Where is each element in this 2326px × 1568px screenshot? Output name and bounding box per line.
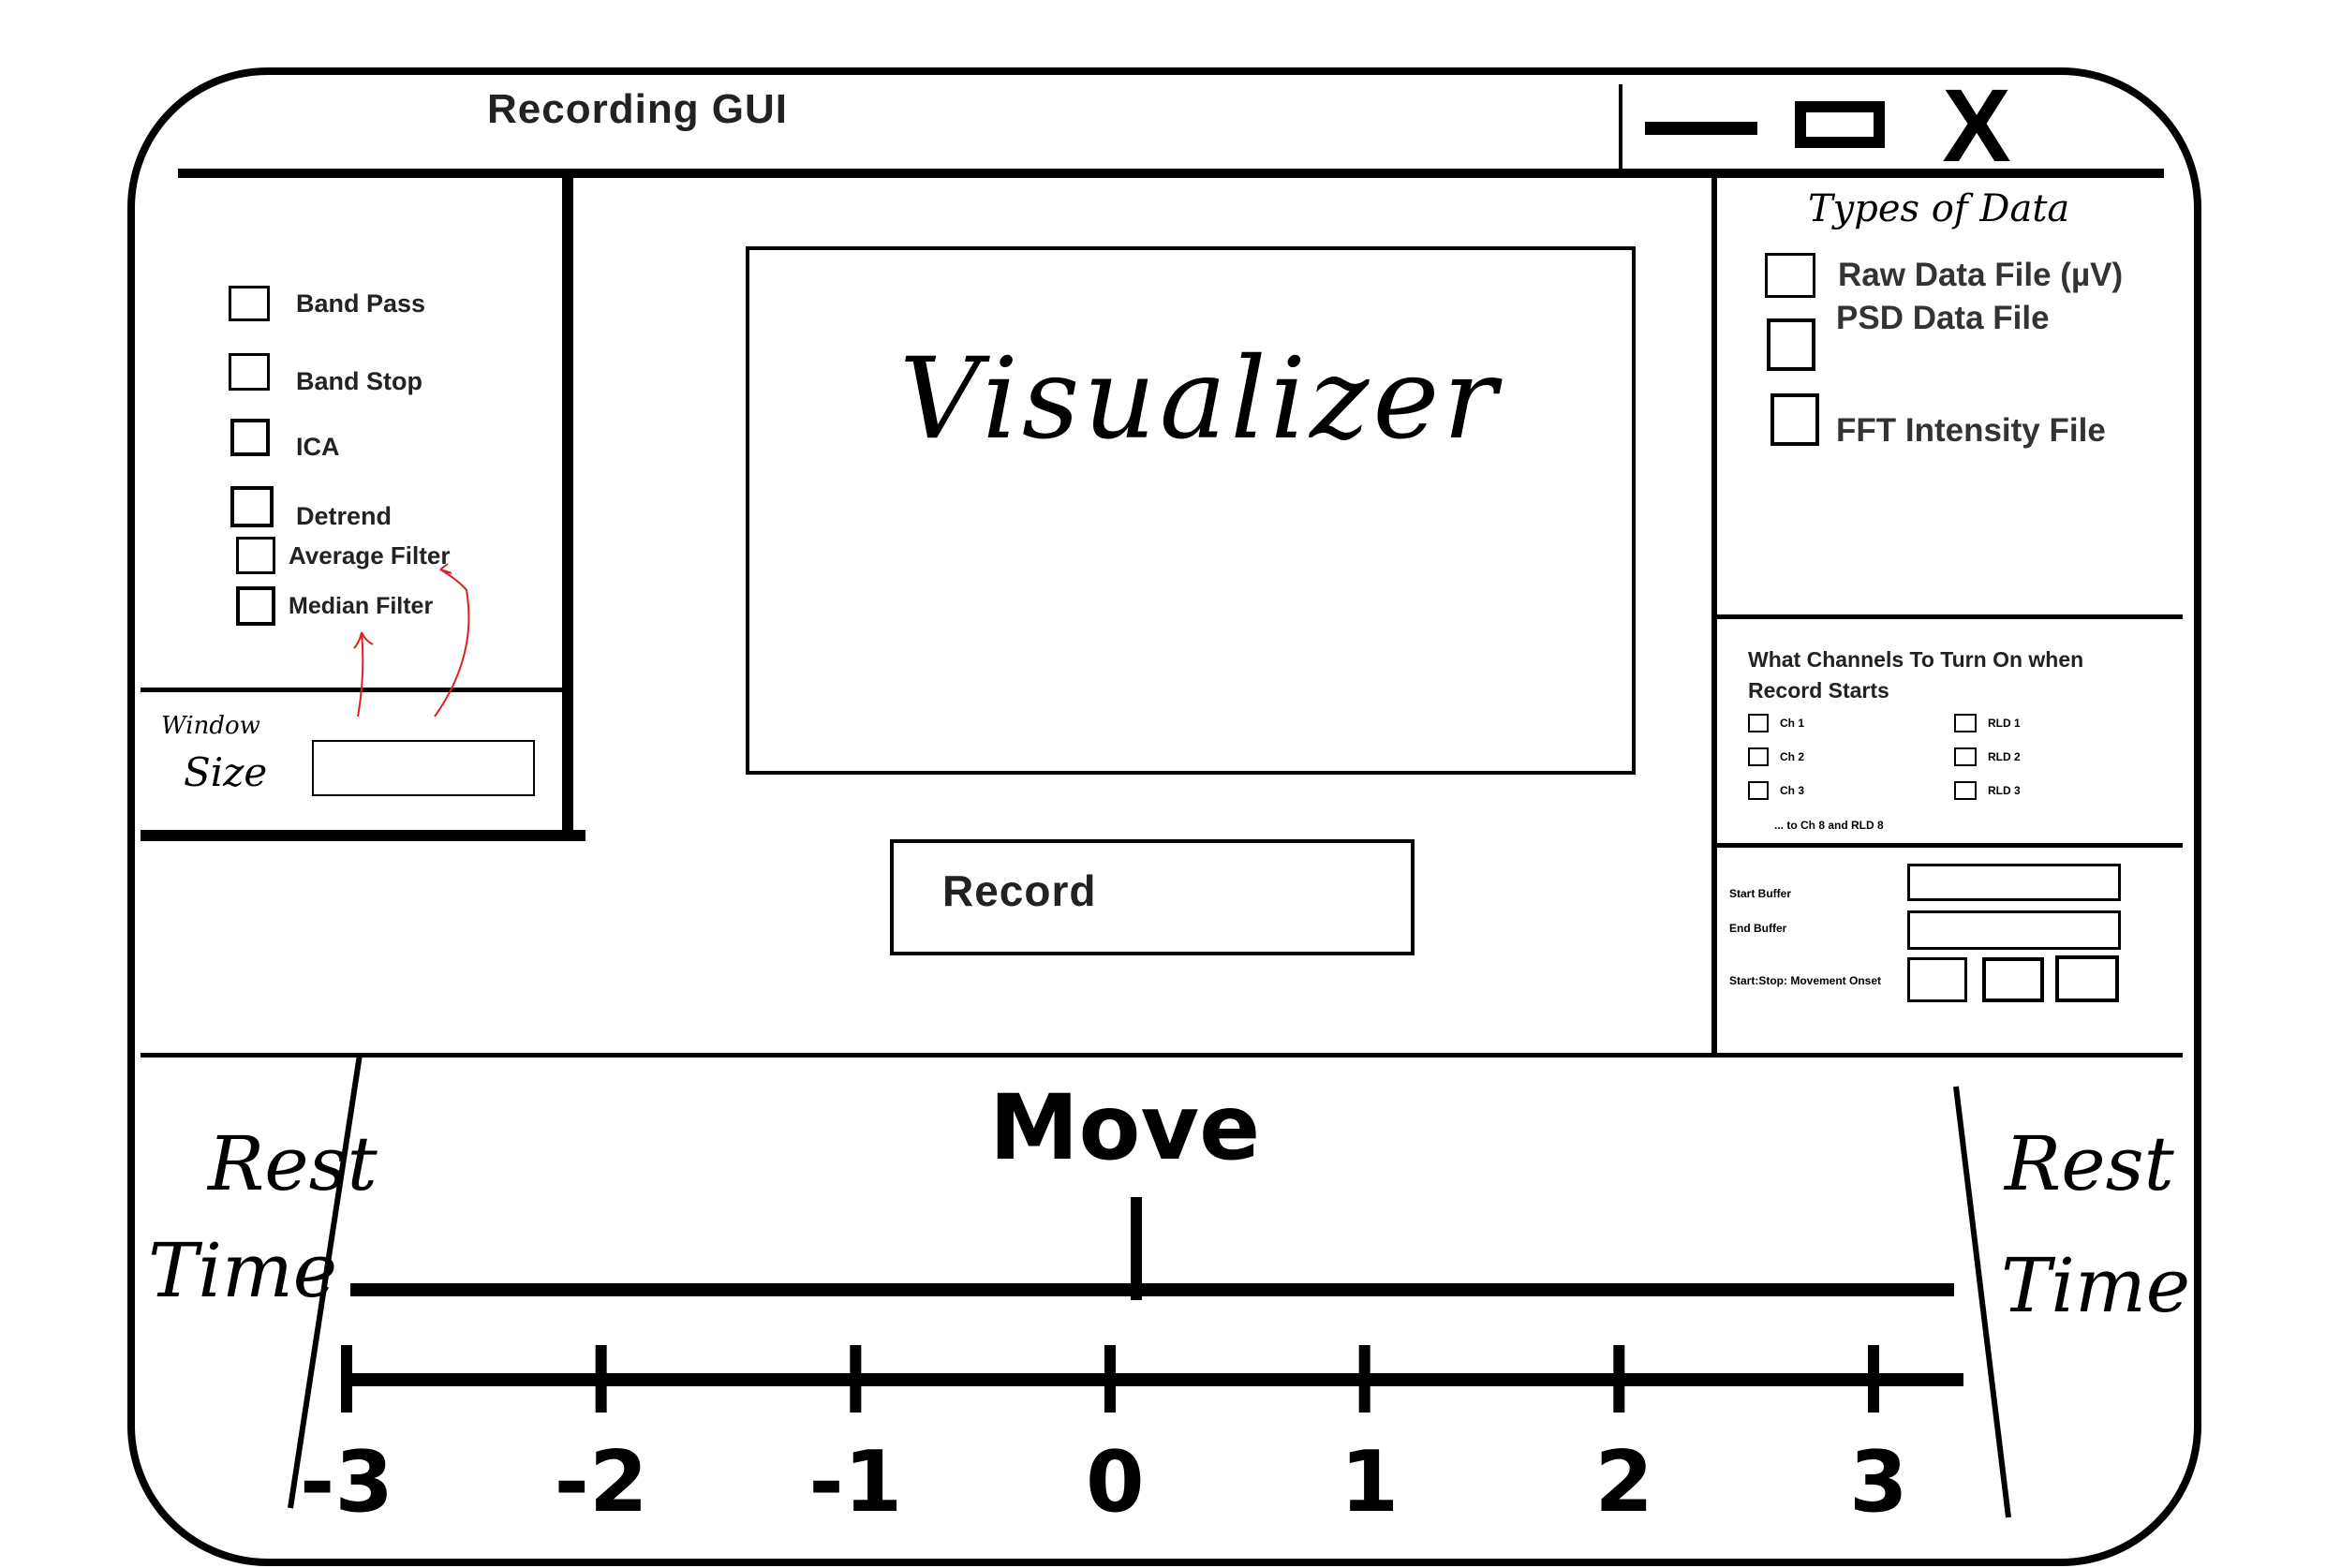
median-filter-option[interactable]: Median Filter [236, 586, 433, 626]
time-axis-tick-label: 1 [1340, 1433, 1400, 1531]
fft-intensity-label: FFT Intensity File [1836, 412, 2106, 449]
time-axis-tick-label: -2 [554, 1433, 648, 1531]
window-size-arrows [353, 563, 470, 717]
psd-data-label: PSD Data File [1836, 300, 2050, 336]
band-pass-label: Band Pass [296, 288, 426, 318]
minimize-button[interactable] [1630, 84, 1761, 169]
movement-onset-label: Start:Stop: Movement Onset [1729, 974, 1882, 987]
fft-intensity-checkbox[interactable] [1770, 393, 1819, 446]
window-size-input[interactable] [312, 740, 535, 796]
time-axis-tick-label: 3 [1849, 1433, 1908, 1531]
time-axis-ticks [341, 1345, 1879, 1413]
detrend-label: Detrend [296, 502, 393, 530]
maximize-icon [1795, 101, 1885, 148]
median-filter-checkbox[interactable] [236, 586, 275, 626]
timeline-right-boundary [1953, 1086, 2011, 1518]
rld-label: RLD 3 [1988, 784, 2021, 797]
ica-label: ICA [296, 433, 340, 461]
channel-label: Ch 3 [1780, 784, 1805, 797]
rld-label: RLD 1 [1988, 717, 2021, 730]
movement-onset-input-1[interactable] [1907, 957, 1967, 1002]
left-time-label: Time [148, 1227, 338, 1314]
channel-checkbox[interactable] [1748, 714, 1769, 732]
time-axis-tick-label: 0 [1086, 1433, 1145, 1531]
record-button-label: Record [942, 866, 1097, 915]
ica-checkbox[interactable] [230, 418, 270, 456]
rld-option[interactable]: RLD 2 [1954, 747, 2021, 766]
channel-checkbox[interactable] [1748, 747, 1769, 766]
band-stop-label: Band Stop [296, 367, 422, 395]
ica-option[interactable]: ICA [230, 412, 340, 462]
main-bottom-divider [141, 1053, 2183, 1058]
left-panel-divider [562, 178, 573, 839]
psd-data-checkbox[interactable] [1767, 318, 1815, 371]
movement-onset-input-2[interactable] [1982, 957, 2044, 1002]
band-stop-option[interactable]: Band Stop [229, 347, 422, 396]
channels-note: ... to Ch 8 and RLD 8 [1774, 819, 1884, 832]
titlebar-divider [178, 169, 2164, 178]
window-size-divider [141, 688, 564, 692]
rld-option[interactable]: RLD 3 [1954, 781, 2021, 800]
end-buffer-input[interactable] [1907, 910, 2121, 950]
window-frame [127, 67, 2201, 1566]
channel-option[interactable]: Ch 1 [1748, 714, 1804, 732]
window-size-label-2: Size [184, 749, 268, 795]
psd-data-option[interactable]: PSD Data File [1767, 300, 2050, 371]
channel-label: Ch 1 [1780, 717, 1805, 730]
movement-onset-input-3[interactable] [2055, 955, 2119, 1002]
channel-label: Ch 2 [1780, 750, 1805, 763]
channel-option[interactable]: Ch 3 [1748, 781, 1804, 800]
rld-label: RLD 2 [1988, 750, 2021, 763]
channel-option[interactable]: Ch 2 [1748, 747, 1804, 766]
band-pass-checkbox[interactable] [229, 286, 270, 321]
data-types-title: Types of Data [1808, 187, 2070, 230]
channel-checkbox[interactable] [1748, 781, 1769, 800]
rld-checkbox[interactable] [1954, 747, 1977, 766]
move-label: Move [989, 1075, 1261, 1180]
left-rest-label: Rest [208, 1120, 378, 1207]
time-axis-tick-label: -3 [300, 1433, 393, 1531]
end-buffer-label: End Buffer [1729, 922, 1787, 935]
close-button[interactable]: X [1911, 75, 2042, 178]
close-icon: X [1942, 68, 2011, 184]
record-button[interactable]: Record [890, 839, 1415, 955]
channels-divider [1714, 843, 2183, 848]
data-types-divider [1714, 614, 2183, 619]
band-pass-option[interactable]: Band Pass [229, 286, 425, 321]
rld-option[interactable]: RLD 1 [1954, 714, 2021, 732]
start-buffer-label: Start Buffer [1729, 887, 1792, 900]
fft-intensity-option[interactable]: FFT Intensity File [1770, 390, 2106, 450]
raw-data-label: Raw Data File (µV) [1838, 257, 2124, 293]
average-filter-label: Average Filter [289, 540, 451, 570]
channels-title: What Channels To Turn On when Record Sta… [1748, 647, 2084, 703]
window-title: Recording GUI [487, 86, 789, 132]
timeline-left-boundary [288, 1054, 363, 1509]
rld-checkbox[interactable] [1954, 781, 1977, 800]
right-rest-label: Rest [2005, 1120, 2174, 1207]
visualizer-label: Visualizer [899, 334, 1501, 465]
raw-data-checkbox[interactable] [1765, 253, 1815, 298]
band-stop-checkbox[interactable] [229, 352, 270, 391]
average-filter-option[interactable]: Average Filter [236, 537, 450, 574]
minimize-icon [1645, 122, 1757, 135]
detrend-checkbox[interactable] [230, 485, 274, 527]
time-axis-tick-label: 2 [1594, 1433, 1653, 1531]
raw-data-option[interactable]: Raw Data File (µV) [1765, 253, 2123, 298]
time-axis-tick-label: -1 [808, 1433, 903, 1531]
left-panel-bottom [141, 830, 585, 841]
rld-checkbox[interactable] [1954, 714, 1977, 732]
visualizer-panel: Visualizer [746, 246, 1636, 775]
title-divider [1619, 84, 1622, 170]
median-filter-label: Median Filter [289, 592, 434, 619]
maximize-button[interactable] [1780, 84, 1911, 169]
right-time-label: Time [2001, 1242, 2191, 1329]
window-size-label-1: Window [161, 712, 260, 740]
start-buffer-input[interactable] [1907, 864, 2121, 901]
average-filter-checkbox[interactable] [236, 537, 275, 574]
detrend-option[interactable]: Detrend [230, 481, 392, 531]
